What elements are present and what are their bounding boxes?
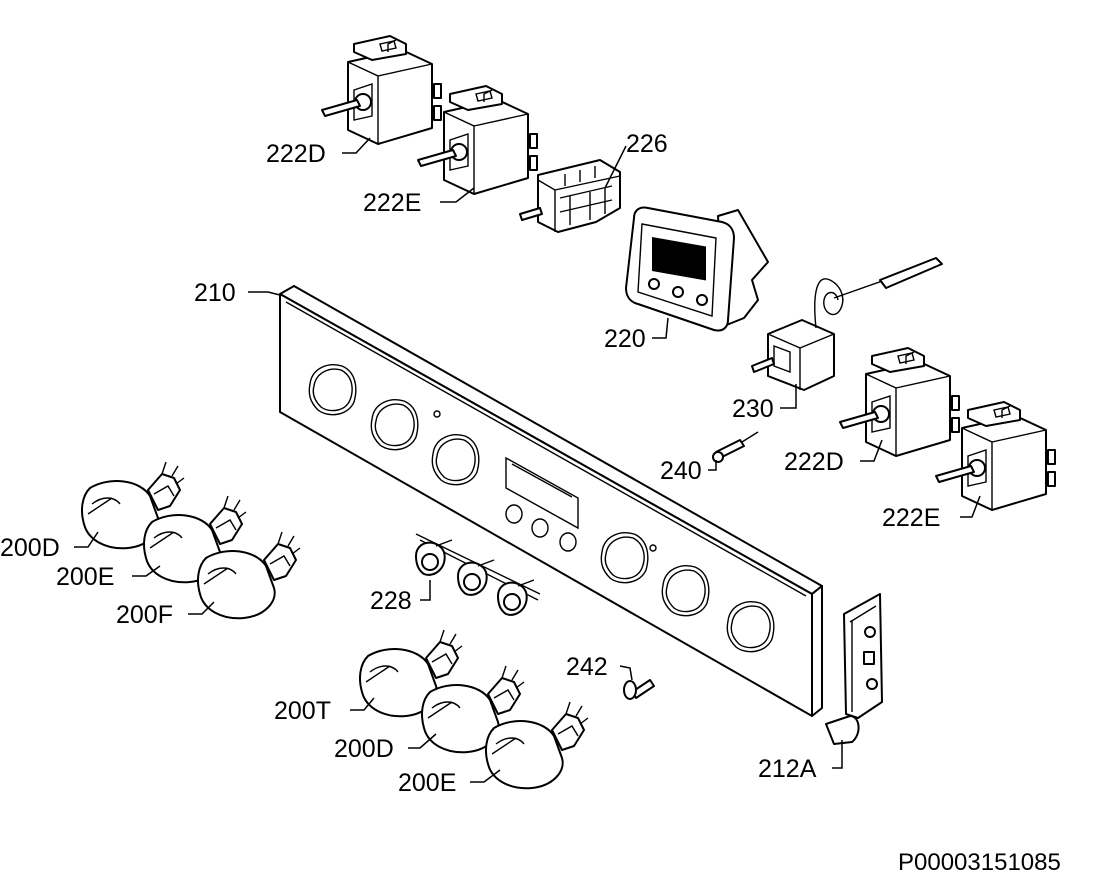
label-222E-right: 222E bbox=[882, 504, 940, 532]
label-200E-left: 200E bbox=[56, 563, 114, 591]
lamp-holder-240 bbox=[712, 431, 759, 463]
label-228: 228 bbox=[370, 587, 412, 615]
thermostat-230 bbox=[751, 257, 943, 391]
label-200D-bottom: 200D bbox=[334, 735, 394, 763]
label-226: 226 bbox=[626, 130, 668, 158]
control-panel-210 bbox=[279, 285, 823, 717]
switch-222D-right bbox=[839, 347, 960, 457]
label-222D-right: 222D bbox=[784, 448, 844, 476]
push-buttons-228 bbox=[415, 533, 541, 616]
bracket-212A bbox=[825, 593, 883, 745]
label-220: 220 bbox=[604, 325, 646, 353]
label-200E-bottom: 200E bbox=[398, 769, 456, 797]
label-200F: 200F bbox=[116, 601, 173, 629]
label-200T: 200T bbox=[274, 697, 331, 725]
knob-200E-bottom bbox=[485, 701, 589, 790]
label-230: 230 bbox=[732, 395, 774, 423]
screw-242 bbox=[623, 679, 655, 700]
label-240: 240 bbox=[660, 457, 702, 485]
label-212A: 212A bbox=[758, 755, 817, 783]
timer-display-220 bbox=[625, 206, 769, 332]
label-222E-top: 222E bbox=[363, 189, 421, 217]
document-id: P00003151085 bbox=[898, 849, 1061, 876]
label-210: 210 bbox=[194, 279, 236, 307]
switch-222D-top bbox=[321, 35, 442, 145]
leader-lines bbox=[74, 137, 981, 783]
switch-222E-top bbox=[417, 85, 538, 195]
label-222D-top: 222D bbox=[266, 140, 326, 168]
part-labels: 222D 222E 226 210 220 230 240 222D 222E … bbox=[0, 130, 940, 797]
label-200D-left: 200D bbox=[0, 534, 60, 562]
label-242: 242 bbox=[566, 653, 608, 681]
